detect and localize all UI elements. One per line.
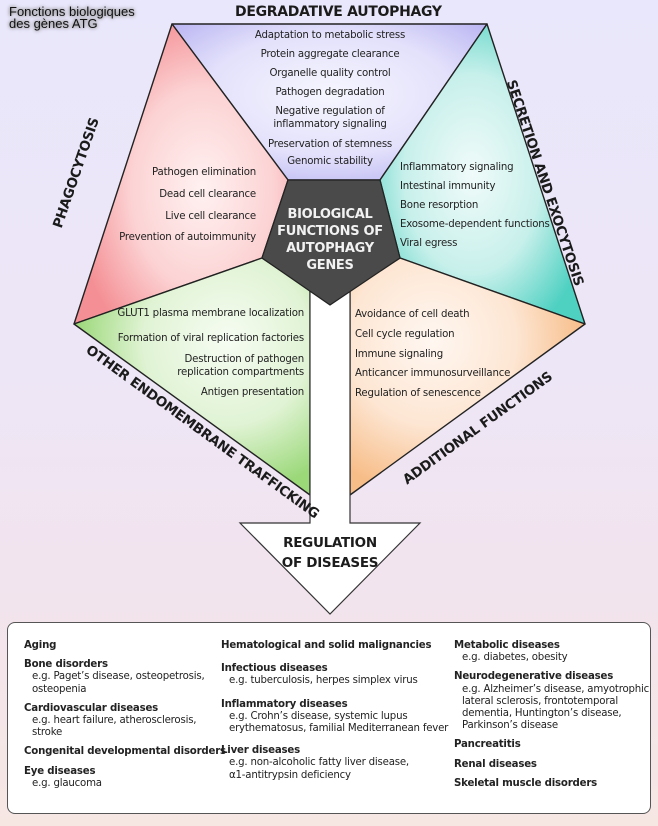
center-pentagon (261, 179, 401, 306)
item: Live cell clearance (165, 211, 256, 222)
item: Adaptation to metabolic stress (254, 30, 406, 41)
disease-name: Inflammatory diseases (221, 698, 348, 710)
disease-name: Neurodegenerative diseases (454, 671, 614, 683)
corner-caption: Fonctions biologiques des gènes ATG (9, 4, 135, 31)
disease-example: dementia, Huntington’s disease, (462, 708, 622, 720)
disease-name: Skeletal muscle disorders (454, 777, 598, 789)
item: Antigen presentation (200, 387, 304, 398)
item: Dead cell clearance (159, 189, 256, 200)
disease-name: Congenital developmental disorders (24, 746, 226, 758)
arrow-title: REGULATION OF DISEASES (281, 535, 379, 571)
item: Preservation of stemness (267, 139, 393, 150)
disease-entry: Aging (24, 640, 226, 652)
label-degradative-autophagy: DEGRADATIVE AUTOPHAGY (235, 4, 442, 20)
center-title: BIOLOGICAL FUNCTIONS OF AUTOPHAGY GENES (277, 207, 383, 273)
item: inflammatory signaling (273, 119, 387, 130)
item: Negative regulation of (275, 106, 385, 117)
disease-example: erythematosus, familial Mediterranean fe… (229, 723, 449, 735)
disease-name: Pancreatitis (454, 739, 521, 751)
disease-name: Renal diseases (454, 758, 537, 770)
disease-example: osteopenia (32, 683, 87, 695)
item: Protein aggregate clearance (260, 49, 400, 60)
item: Organelle quality control (269, 68, 391, 79)
disease-name: Aging (24, 640, 57, 651)
disease-example: lateral sclerosis, frontotemporal (462, 695, 618, 707)
disease-example: e.g. Crohn’s disease, systemic lupus (229, 710, 408, 722)
disease-entry: Renal diseases (454, 759, 649, 771)
item: Inflammatory signaling (400, 162, 514, 173)
disease-example: Parkinson’s disease (462, 720, 558, 732)
item: Cell cycle regulation (355, 329, 455, 340)
disease-name: Liver diseases (221, 745, 300, 757)
disease-entry: Pancreatitis (454, 739, 649, 751)
disease-name: Metabolic diseases (454, 640, 560, 651)
item: Bone resorption (400, 200, 479, 211)
item: Intestinal immunity (400, 181, 496, 192)
disease-example: e.g. diabetes, obesity (462, 652, 568, 664)
item: Regulation of senescence (355, 388, 481, 399)
item: Anticancer immunosurveillance (355, 368, 511, 379)
item: Immune signaling (355, 349, 443, 360)
disease-example: e.g. tuberculosis, herpes simplex virus (229, 675, 418, 687)
item: Viral egress (400, 238, 458, 249)
disease-example: e.g. heart failure, atherosclerosis, (32, 715, 197, 727)
disease-entry: Skeletal muscle disorders (454, 778, 649, 790)
item: Formation of viral replication factories (117, 333, 304, 344)
item: Destruction of pathogen (184, 354, 305, 365)
item: Genomic stability (287, 156, 373, 167)
item: Pathogen degradation (275, 87, 385, 98)
item: Prevention of autoimmunity (119, 232, 256, 243)
item: Exosome-dependent functions (400, 219, 550, 230)
disease-example: e.g. glaucoma (32, 777, 102, 789)
disease-entry: Hematological and solid malignancies (221, 640, 448, 652)
disease-example: e.g. Paget’s disease, osteopetrosis, (32, 671, 205, 683)
disease-entry: Congenital developmental disorders (24, 746, 226, 758)
disease-example: stroke (32, 727, 63, 739)
disease-example: e.g. Alzheimer’s disease, amyotrophic (462, 683, 650, 695)
item: Avoidance of cell death (355, 309, 470, 320)
disease-name: Eye diseases (24, 765, 96, 777)
disease-name: Infectious diseases (221, 663, 328, 675)
regulation-arrow (238, 289, 422, 615)
item: GLUT1 plasma membrane localization (117, 308, 304, 319)
item: Pathogen elimination (152, 167, 256, 178)
disease-name: Hematological and solid malignancies (221, 640, 432, 651)
disease-example: α1-antitrypsin deficiency (229, 769, 351, 781)
disease-name: Cardiovascular diseases (24, 702, 159, 714)
disease-example: e.g. non-alcoholic fatty liver disease, (229, 757, 409, 769)
item: replication compartments (177, 367, 304, 378)
disease-name: Bone disorders (24, 659, 108, 671)
